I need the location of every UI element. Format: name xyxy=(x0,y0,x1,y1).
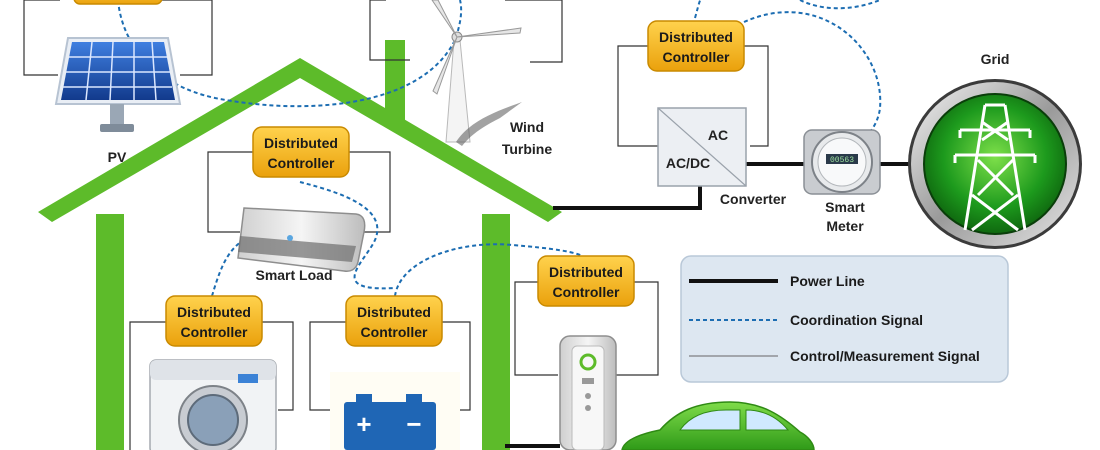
smart-meter-label-line1: Smart xyxy=(825,199,865,215)
transmission-tower-icon xyxy=(953,103,1037,232)
washing-machine-icon xyxy=(149,359,277,450)
legend: Power Line Coordination Signal Control/M… xyxy=(680,255,1009,383)
controller-converter-line2: Controller xyxy=(663,49,730,65)
converter-icon xyxy=(657,107,747,187)
controller-ev-line2: Controller xyxy=(553,284,620,300)
chimney xyxy=(385,40,405,120)
controller-battery: Distributed Controller xyxy=(345,295,443,347)
controller-washer-line1: Distributed xyxy=(177,304,251,320)
meter-reading: 00563 xyxy=(830,156,854,165)
controller-converter-line1: Distributed xyxy=(659,29,733,45)
battery-plus-icon: + xyxy=(356,409,371,439)
converter-acdc-label: AC/DC xyxy=(666,155,710,171)
pv-panel-icon xyxy=(54,37,182,132)
pv-label: PV xyxy=(108,149,127,165)
electric-car-icon xyxy=(621,401,815,450)
converter-ac-label: AC xyxy=(708,127,728,143)
wind-label-line2: Turbine xyxy=(502,141,553,157)
smart-load-label: Smart Load xyxy=(255,267,332,283)
controller-washer-line2: Controller xyxy=(181,324,248,340)
controller-converter: Distributed Controller xyxy=(647,20,745,72)
grid-icon xyxy=(908,79,1082,249)
wind-label-line1: Wind xyxy=(510,119,544,135)
air-conditioner-icon xyxy=(237,207,366,272)
legend-power-line-label: Power Line xyxy=(790,273,865,289)
controller-smart-load-line1: Distributed xyxy=(264,135,338,151)
control-signal-lines xyxy=(23,0,769,450)
smart-meter-icon: 00563 xyxy=(803,129,881,195)
controller-washer: Distributed Controller xyxy=(165,295,263,347)
controller-battery-line1: Distributed xyxy=(357,304,431,320)
ev-charger-icon xyxy=(559,335,617,450)
house-outline xyxy=(38,40,562,450)
controller-ev-line1: Distributed xyxy=(549,264,623,280)
smart-meter-label-line2: Meter xyxy=(826,218,864,234)
controller-pv xyxy=(73,0,163,5)
converter-label: Converter xyxy=(720,191,787,207)
battery-minus-icon: − xyxy=(406,409,421,439)
legend-coordination-label: Coordination Signal xyxy=(790,312,923,328)
controller-battery-line2: Controller xyxy=(361,324,428,340)
controller-smart-load-line2: Controller xyxy=(268,155,335,171)
wind-turbine-icon xyxy=(431,0,522,146)
controller-ev: Distributed Controller xyxy=(537,255,635,307)
legend-control-label: Control/Measurement Signal xyxy=(790,348,980,364)
grid-label: Grid xyxy=(981,51,1010,67)
controller-smart-load: Distributed Controller xyxy=(252,126,350,178)
battery-icon: + − xyxy=(330,372,460,450)
